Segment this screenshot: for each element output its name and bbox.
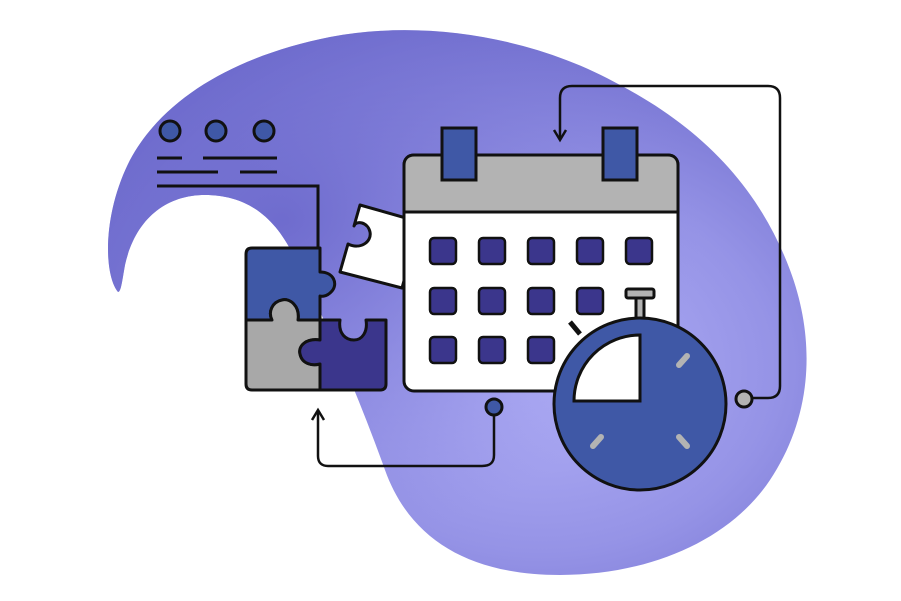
- calendar-tab-left: [440, 126, 478, 182]
- calendar-cell: [575, 286, 605, 316]
- stopwatch-tick: [676, 353, 690, 368]
- calendar-cell: [526, 286, 556, 316]
- connector-loop-icon: [552, 84, 782, 409]
- calendar-cell: [428, 236, 458, 266]
- dot-1: [158, 119, 182, 143]
- calendar-cell: [624, 236, 654, 266]
- calendar-tab-right: [601, 126, 639, 182]
- calendar-grid: [428, 236, 654, 365]
- calendar-cell: [428, 286, 458, 316]
- puzzle-icon: [244, 203, 422, 392]
- stopwatch-ticks: [590, 353, 690, 449]
- puzzle-piece-dark: [298, 318, 388, 392]
- calendar-cell: [477, 286, 507, 316]
- calendar-cell: [477, 236, 507, 266]
- connector-line-window: [157, 184, 320, 250]
- stopwatch-side-button: [568, 320, 582, 336]
- connector-calendar-to-puzzle: [316, 412, 496, 468]
- stopwatch-tick: [676, 434, 690, 449]
- stopwatch-icon: [552, 287, 728, 492]
- stopwatch-crown: [624, 287, 656, 300]
- calendar-cell: [477, 335, 507, 365]
- connector-node-stopwatch: [734, 389, 754, 409]
- calendar-cell: [526, 335, 556, 365]
- window-dots-icon: [157, 119, 320, 250]
- calendar-cell: [575, 236, 605, 266]
- calendar-cell: [526, 236, 556, 266]
- connector-stopwatch-to-calendar: [558, 84, 782, 400]
- dot-2: [204, 119, 228, 143]
- calendar-cell: [428, 335, 458, 365]
- arrowhead-puzzle: [310, 407, 326, 421]
- stopwatch-progress-wedge: [572, 333, 642, 403]
- puzzle-piece-white: [338, 203, 422, 290]
- arrowhead-calendar: [552, 129, 568, 143]
- connector-node-calendar: [484, 397, 504, 417]
- connector-arrow-icon: [310, 397, 504, 468]
- dot-3: [252, 119, 276, 143]
- stopwatch-tick: [590, 434, 604, 449]
